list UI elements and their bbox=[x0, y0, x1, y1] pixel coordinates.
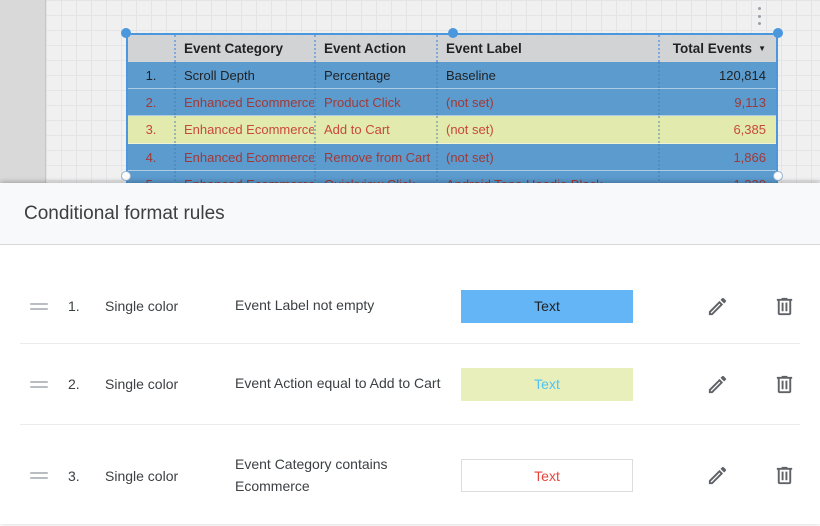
drag-handle-icon[interactable] bbox=[30, 380, 48, 388]
rule-index: 1. bbox=[68, 298, 80, 314]
trash-icon bbox=[776, 466, 793, 485]
rule-condition: Event Label not empty bbox=[235, 297, 375, 314]
edit-rule-button[interactable] bbox=[706, 295, 729, 318]
table-row: 5. Enhanced Ecommerce Quickview Click An… bbox=[128, 171, 776, 183]
rules-list: 1. Single color Event Label not empty Te… bbox=[0, 245, 820, 526]
row-index: 2. bbox=[145, 94, 157, 110]
cell-event-action: Percentage bbox=[314, 62, 436, 88]
cell-event-label: (not set) bbox=[436, 89, 658, 115]
cell-event-action: Add to Cart bbox=[314, 116, 436, 143]
format-rule-row: 1. Single color Event Label not empty Te… bbox=[0, 269, 820, 343]
cell-event-category: Enhanced Ecommerce bbox=[174, 171, 314, 183]
rule-index: 2. bbox=[68, 376, 80, 392]
conditional-format-panel: Conditional format rules 1. Single color… bbox=[0, 183, 820, 524]
delete-rule-button[interactable] bbox=[773, 373, 796, 396]
row-index: 5. bbox=[128, 171, 174, 184]
table-header-row: Event Category Event Action Event Label … bbox=[128, 35, 776, 62]
column-header-event-action: Event Action bbox=[314, 35, 436, 62]
sort-descending-icon: ▼ bbox=[758, 44, 766, 53]
cell-total-events: 9,113 bbox=[658, 89, 776, 115]
table-row: 1. Scroll Depth Percentage Baseline 120,… bbox=[128, 62, 776, 89]
column-header-event-label: Event Label bbox=[436, 35, 658, 62]
drag-handle-icon[interactable] bbox=[30, 472, 48, 479]
column-header-index bbox=[128, 35, 174, 62]
cell-event-label: (not set) bbox=[436, 144, 658, 170]
selection-handle-top-right[interactable] bbox=[773, 28, 783, 38]
selection-handle-top-left[interactable] bbox=[121, 28, 131, 38]
trash-icon bbox=[776, 297, 793, 315]
color-swatch[interactable]: Text bbox=[461, 367, 633, 401]
row-index: 3. bbox=[145, 122, 157, 137]
color-swatch[interactable]: Text bbox=[461, 459, 633, 492]
table-row: 3. Enhanced Ecommerce Add to Cart (not s… bbox=[128, 116, 776, 144]
events-table[interactable]: Event Category Event Action Event Label … bbox=[126, 33, 778, 183]
row-index: 4. bbox=[145, 149, 157, 165]
format-rule-row: 2. Single color Event Action equal to Ad… bbox=[0, 344, 820, 424]
rule-type: Single color bbox=[105, 467, 179, 484]
rule-index: 3. bbox=[68, 467, 80, 484]
kebab-menu-icon[interactable] bbox=[750, 5, 768, 27]
cell-event-label: (not set) bbox=[436, 116, 658, 143]
cell-event-label: Baseline bbox=[436, 62, 658, 88]
cell-event-label: Android Tone Hoodie Black bbox=[436, 171, 658, 183]
delete-rule-button[interactable] bbox=[773, 464, 796, 487]
divider bbox=[20, 424, 800, 425]
selection-handle-top-middle[interactable] bbox=[448, 28, 458, 38]
edit-rule-button[interactable] bbox=[706, 373, 729, 396]
column-header-total-events[interactable]: Total Events ▼ bbox=[658, 35, 776, 62]
cell-event-category: Enhanced Ecommerce bbox=[174, 116, 314, 143]
table-row: 2. Enhanced Ecommerce Product Click (not… bbox=[128, 89, 776, 116]
pencil-icon bbox=[708, 375, 727, 393]
row-index: 1. bbox=[145, 67, 157, 83]
panel-title: Conditional format rules bbox=[24, 202, 225, 224]
delete-rule-button[interactable] bbox=[773, 295, 796, 318]
cell-total-events: 1,320 bbox=[658, 171, 776, 183]
divider bbox=[20, 343, 800, 344]
cell-total-events: 6,385 bbox=[658, 116, 776, 143]
pencil-icon bbox=[708, 466, 727, 485]
trash-icon bbox=[776, 375, 793, 393]
cell-total-events: 1,866 bbox=[658, 144, 776, 170]
edit-rule-button[interactable] bbox=[706, 464, 729, 487]
cell-event-action: Quickview Click bbox=[314, 171, 436, 183]
table-row: 4. Enhanced Ecommerce Remove from Cart (… bbox=[128, 144, 776, 171]
cell-total-events: 120,814 bbox=[658, 62, 776, 88]
rule-type: Single color bbox=[105, 376, 179, 392]
cell-event-category: Scroll Depth bbox=[174, 62, 314, 88]
rule-type: Single color bbox=[105, 298, 179, 314]
format-rule-row: 3. Single color Event Category contains … bbox=[0, 425, 820, 526]
color-swatch[interactable]: Text bbox=[461, 289, 633, 323]
column-header-event-category: Event Category bbox=[174, 35, 314, 62]
panel-header: Conditional format rules bbox=[0, 183, 820, 245]
selection-handle-left-middle[interactable] bbox=[121, 171, 131, 181]
rule-condition: Event Category contains Ecommerce bbox=[235, 455, 388, 494]
selection-handle-right-middle[interactable] bbox=[773, 171, 783, 181]
cell-event-action: Remove from Cart bbox=[314, 144, 436, 170]
left-gutter bbox=[0, 0, 46, 183]
drag-handle-icon[interactable] bbox=[30, 302, 48, 310]
cell-event-category: Enhanced Ecommerce bbox=[174, 144, 314, 170]
cell-event-action: Product Click bbox=[314, 89, 436, 115]
cell-event-category: Enhanced Ecommerce bbox=[174, 89, 314, 115]
report-canvas: Event Category Event Action Event Label … bbox=[0, 0, 820, 183]
rule-condition: Event Action equal to Add to Cart bbox=[235, 375, 441, 392]
pencil-icon bbox=[708, 297, 727, 315]
